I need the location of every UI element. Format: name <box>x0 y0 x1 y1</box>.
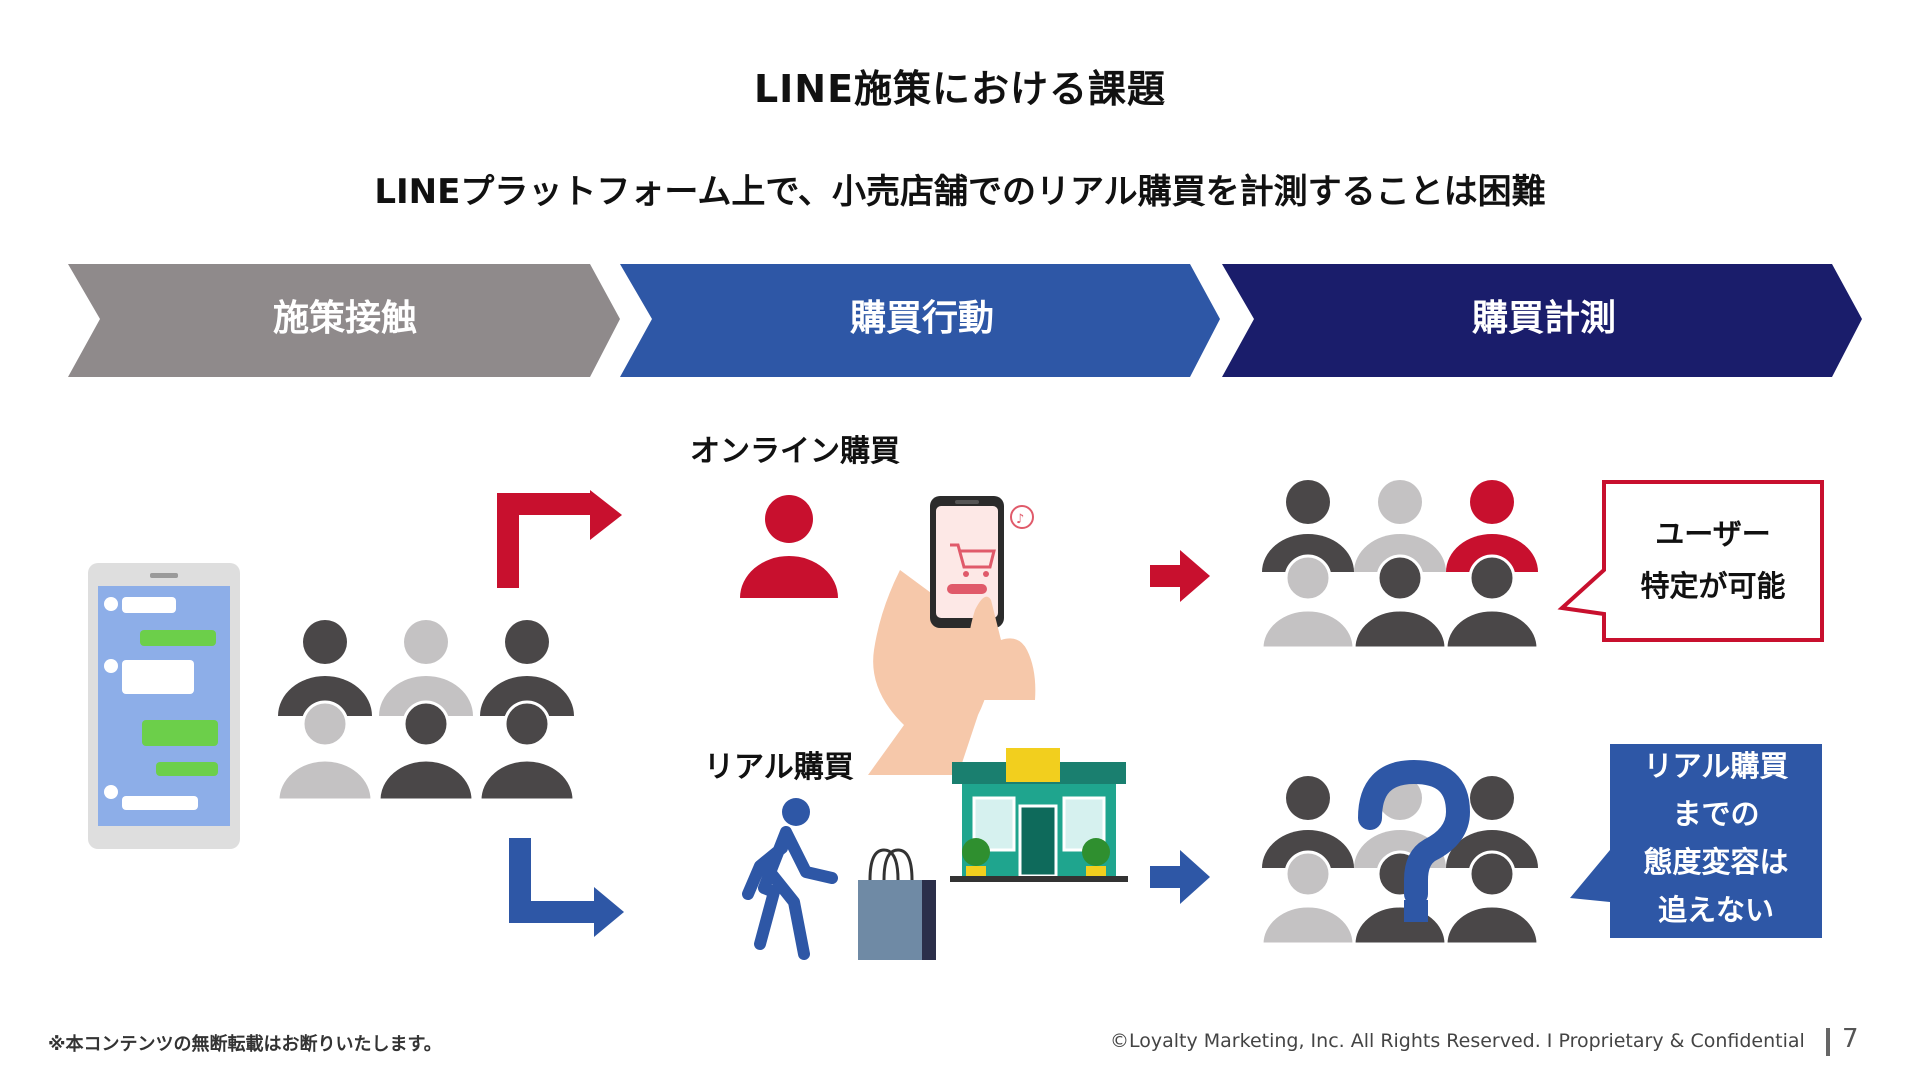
page-title: LINE施策における課題 <box>753 67 1167 111</box>
page-number-divider <box>1826 1028 1830 1056</box>
walking-person-icon <box>742 798 838 960</box>
callout-real-box <box>1570 744 1822 938</box>
question-mark-icon <box>1358 759 1471 922</box>
callout-real-line-2: までの <box>1672 797 1760 831</box>
callout-real-text: リアル購買 までの 態度変容は 追えない <box>1610 742 1822 934</box>
branch-arrow-real <box>509 838 624 937</box>
callout-real-line-3: 態度変容は <box>1643 845 1789 879</box>
store-icon <box>950 748 1128 882</box>
real-purchase-label: リアル購買 <box>704 750 854 785</box>
stage-label-contact: 施策接触 <box>272 298 417 339</box>
result-arrow-online <box>1150 550 1210 602</box>
callout-online-box <box>1557 480 1824 642</box>
callout-real-line-1: リアル購買 <box>1643 749 1789 783</box>
callout-online-line-1: ユーザー <box>1655 517 1771 551</box>
online-purchase-label: オンライン購買 <box>690 434 900 469</box>
shopping-phone-icon: ♪ <box>868 496 1036 775</box>
footer-copyright: ©Loyalty Marketing, Inc. All Rights Rese… <box>1110 1030 1805 1052</box>
branch-arrow-online <box>497 490 622 588</box>
chevron-stage-2 <box>620 264 1220 377</box>
callout-online-text: ユーザー 特定が可能 <box>1604 508 1822 612</box>
people-group-left <box>276 620 576 802</box>
people-group-identified <box>1260 480 1540 650</box>
svg-text:♪: ♪ <box>1016 512 1024 527</box>
shopping-bag-icon <box>858 848 936 960</box>
stage-label-purchase: 購買行動 <box>849 298 994 339</box>
callout-online-line-2: 特定が可能 <box>1640 569 1786 603</box>
chat-phone-icon <box>88 563 240 849</box>
chevron-stage-3 <box>1222 264 1862 377</box>
result-arrow-real <box>1150 850 1210 904</box>
callout-real-line-4: 追えない <box>1657 893 1774 927</box>
chevron-stage-1 <box>68 264 620 377</box>
stage-label-measure: 購買計測 <box>1471 298 1616 339</box>
footer-notice: ※本コンテンツの無断転載はお断りいたします。 <box>48 1034 442 1055</box>
online-person-icon <box>740 495 838 598</box>
page-subtitle: LINEプラットフォーム上で、小売店舗でのリアル購買を計測することは困難 <box>374 172 1546 212</box>
page-number: 7 <box>1842 1024 1859 1054</box>
people-group-unknown <box>1260 776 1540 946</box>
